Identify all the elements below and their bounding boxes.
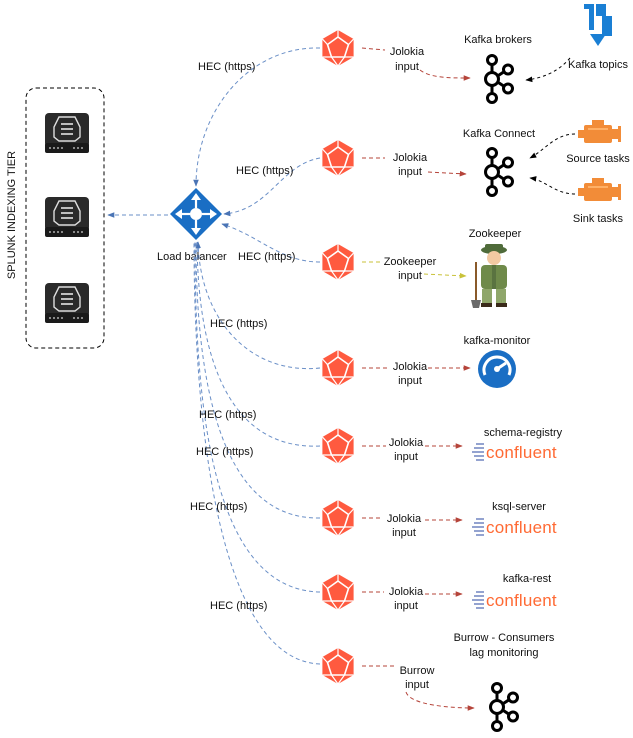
hec-line-8 (193, 241, 321, 665)
confluent-logo-icon (471, 591, 485, 609)
input-label-5-line1: Jolokia (389, 437, 424, 449)
hec-label-3: HEC (https) (238, 251, 295, 263)
kafka-icon (484, 147, 514, 197)
hec-line-4 (195, 241, 321, 370)
kafka-topics-title: Kafka topics (568, 59, 628, 71)
sink-tasks-title: Sink tasks (573, 213, 624, 225)
zookeeper-title: Zookeeper (469, 228, 522, 240)
input-label-5-line2: input (394, 451, 418, 463)
input-line-3b (423, 272, 467, 279)
input-label-7-line1: Jolokia (389, 586, 424, 598)
input-label-3-line2: input (398, 270, 422, 282)
kafka-connect-title: Kafka Connect (463, 128, 535, 140)
confluent-logo-text: confluent (486, 443, 557, 462)
confluent-logo-text: confluent (486, 518, 557, 537)
hec-label-6: HEC (https) (196, 446, 253, 458)
agent-icon (321, 573, 355, 611)
agent-icon (321, 647, 355, 685)
input-label-7-line2: input (394, 600, 418, 612)
indexing-tier-box (25, 87, 105, 349)
input-line-1b (419, 69, 471, 81)
input-label-2-line1: Jolokia (393, 152, 428, 164)
server-icon (44, 112, 90, 154)
input-label-8-line1: Burrow (400, 665, 435, 677)
agent-icon (321, 349, 355, 387)
agent-icon (321, 427, 355, 465)
input-line-1a (361, 47, 386, 51)
hec-line-3 (221, 223, 321, 263)
hec-line-1 (193, 47, 321, 187)
load-balancer-icon (170, 188, 222, 240)
hec-line-2 (223, 157, 321, 217)
schema-registry-title: schema-registry (484, 427, 563, 439)
kafka-icon (484, 54, 514, 104)
input-label-1-line1: Jolokia (390, 46, 425, 58)
source-tasks-title: Source tasks (566, 153, 630, 165)
input-label-4-line2: input (398, 375, 422, 387)
input-label-2-line2: input (398, 166, 422, 178)
engine-icon (578, 120, 621, 143)
load-balancer-label: Load balancer (157, 251, 227, 263)
burrow-title-line2: lag monitoring (469, 647, 538, 659)
input-line-2b (427, 170, 467, 177)
hec-label-5: HEC (https) (199, 409, 256, 421)
kafka-icon (489, 682, 519, 732)
agent-icon (321, 29, 355, 67)
input-label-8-line2: input (405, 679, 429, 691)
input-label-1-line2: input (395, 61, 419, 73)
topics-arrow (525, 57, 571, 83)
hec-label-2: HEC (https) (236, 165, 293, 177)
kafka-topics-icon (584, 4, 612, 46)
server-icon (44, 196, 90, 238)
agent-icon (321, 243, 355, 281)
kafka-rest-title: kafka-rest (503, 573, 551, 585)
zookeeper-icon (471, 244, 507, 308)
speedometer-icon (478, 350, 516, 388)
sink-tasks-arrow (529, 176, 576, 195)
agent-icon (321, 499, 355, 537)
hec-line-6 (195, 241, 321, 519)
kafka-brokers-title: Kafka brokers (464, 34, 532, 46)
input-label-4-line1: Jolokia (393, 361, 428, 373)
input-label-6-line2: input (392, 527, 416, 539)
input-line-8b (405, 691, 475, 711)
confluent-logo-text: confluent (486, 591, 557, 610)
hec-label-1: HEC (https) (198, 61, 255, 73)
source-tasks-arrow (529, 133, 576, 159)
hec-line-5 (196, 241, 321, 447)
agent-icon (321, 139, 355, 177)
hec-label-8: HEC (https) (210, 600, 267, 612)
burrow-title-line1: Burrow - Consumers (454, 632, 555, 644)
hec-label-4: HEC (https) (210, 318, 267, 330)
confluent-logo-icon (471, 443, 485, 461)
ksql-server-title: ksql-server (492, 501, 546, 513)
hec-label-7: HEC (https) (190, 501, 247, 513)
kafka-monitor-title: kafka-monitor (464, 335, 531, 347)
input-label-3-line1: Zookeeper (384, 256, 437, 268)
engine-icon (578, 178, 621, 201)
hec-line-7 (194, 241, 321, 593)
input-label-6-line1: Jolokia (387, 513, 422, 525)
confluent-logo-icon (471, 518, 485, 536)
indexing-tier-label: SPLUNK INDEXING TIER (6, 151, 18, 279)
server-icon (44, 282, 90, 324)
